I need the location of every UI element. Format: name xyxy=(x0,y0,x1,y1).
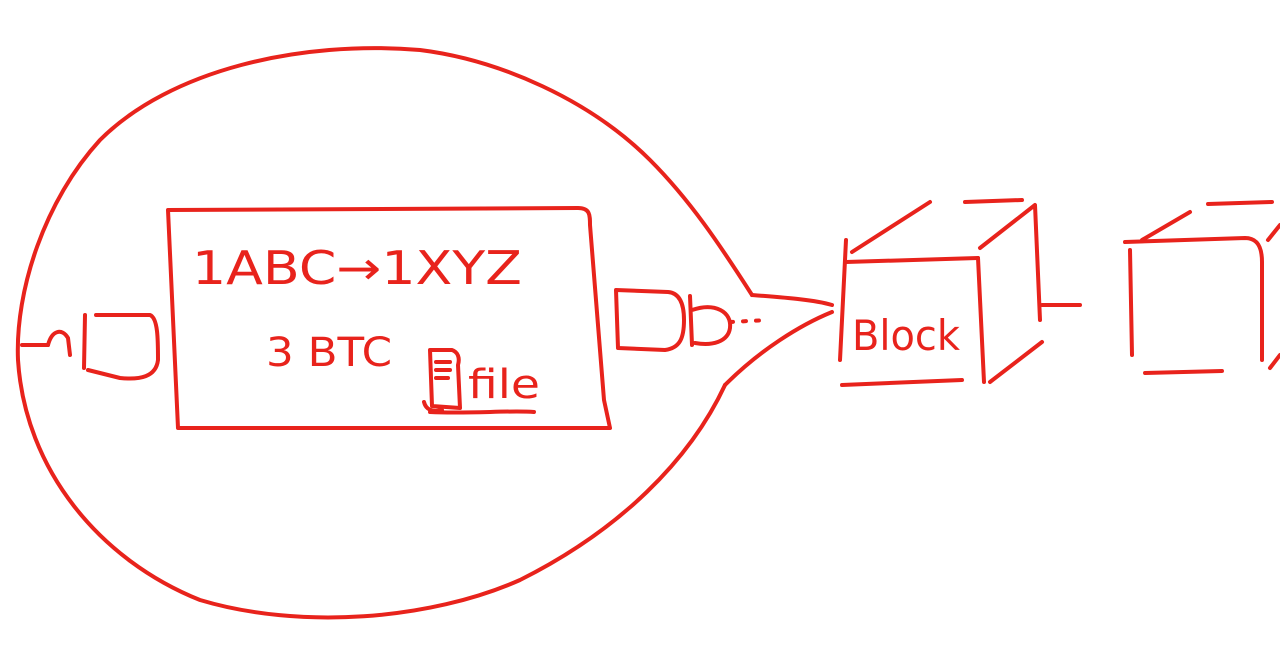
block-cube-top-back xyxy=(963,198,1024,204)
input-connector-hook xyxy=(46,329,72,357)
bubble-tail-lower xyxy=(723,310,834,387)
transaction-amount: 3 BTC xyxy=(266,330,392,376)
next-block-top-right xyxy=(1266,223,1280,242)
next-block-front-bottom xyxy=(1143,369,1224,375)
block-cube-side-bottom xyxy=(988,340,1044,384)
next-block-front-top xyxy=(1123,236,1264,362)
block-label: Block xyxy=(852,311,961,360)
block-cube-top-right xyxy=(978,203,1042,322)
next-block-front-left xyxy=(1128,248,1134,357)
transaction-box xyxy=(166,206,612,430)
ink-strokes: 1ABC→1XYZ 3 BTC file Block xyxy=(15,46,1280,620)
output-connector-tip xyxy=(688,294,733,347)
next-block-top-left xyxy=(1140,210,1192,242)
document-icon xyxy=(422,348,462,413)
output-connector-body xyxy=(614,288,686,352)
block-cube-front-left xyxy=(838,238,848,362)
next-block-top-back xyxy=(1206,200,1274,206)
bubble-tail-upper xyxy=(750,293,834,307)
block-cube-front-right xyxy=(976,256,986,384)
block-cube-front-bottom xyxy=(840,378,964,387)
attachment-underline xyxy=(428,409,536,415)
transaction-bubble-outline xyxy=(15,46,754,620)
bubble-tail-dots xyxy=(728,318,770,324)
next-block-side-bottom xyxy=(1268,353,1280,370)
attachment-label: file xyxy=(468,362,540,408)
input-connector-cup xyxy=(86,313,160,381)
block-cube-front-top xyxy=(844,256,980,264)
input-connector-bar xyxy=(82,313,87,370)
block-cube-top-left xyxy=(850,200,932,254)
transaction-from-to: 1ABC→1XYZ xyxy=(192,241,522,295)
